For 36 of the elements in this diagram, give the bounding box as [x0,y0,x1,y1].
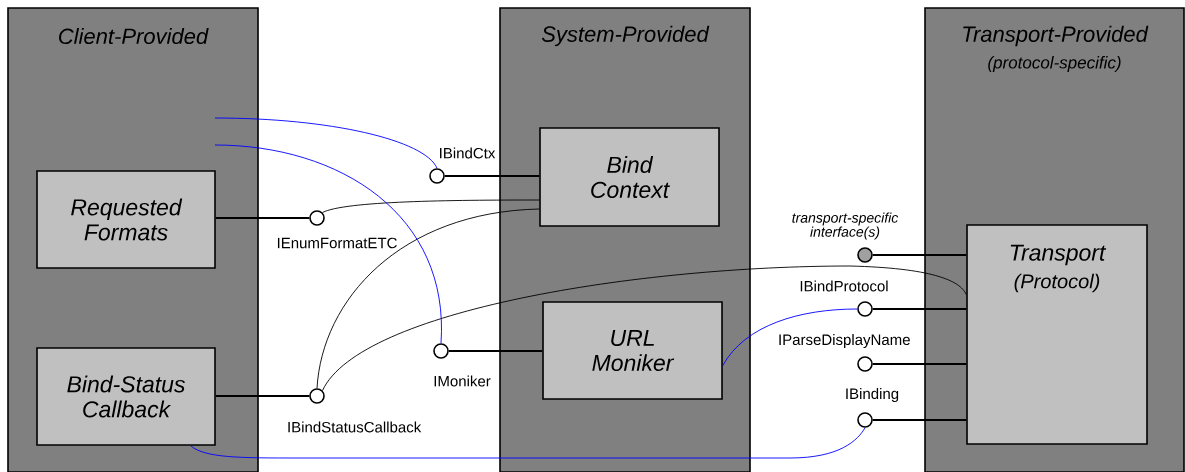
interface-lollipop: transport-specific interface(s) [792,212,899,263]
interface-lollipop: IMoniker [433,343,491,387]
connector-line [443,175,541,177]
interface-lollipop: IBinding [846,388,899,428]
component-box: Requested Formats [36,170,216,269]
connector-line [322,265,967,391]
interface-lollipop: IBindCtx [429,147,496,184]
node-label: IBindCtx [440,147,496,159]
interface-lollipop: IParseDisplayName [779,334,910,372]
node-label: IMoniker [434,375,491,387]
component-box: URL Moniker [542,301,723,400]
connector-line [214,395,311,397]
connector-line [316,208,540,389]
connector-line [871,419,968,421]
connector-line [190,427,866,459]
node-label: IEnumFormatETC [277,237,397,249]
connector-line [214,217,311,219]
node-label: IParseDisplayName [779,334,910,348]
component-box: Transport (Protocol) [966,224,1148,445]
connector-line [447,350,544,352]
connector-line [722,308,858,366]
connector-line [214,144,442,344]
node-label: IBindStatusCallback [288,421,422,433]
node-label: IBindProtocol [800,280,888,292]
interface-lollipop: IBindProtocol [800,280,888,317]
node-label: IBinding [846,388,899,402]
component-box: Bind-Status Callback [36,347,216,446]
node-label: transport-specific interface(s) [792,212,899,240]
connector-line [871,308,968,310]
interface-lollipop: IEnumFormatETC [277,210,397,249]
connector-line [214,117,438,169]
interface-lollipop: IBindStatusCallback [288,388,422,433]
connector-line [871,363,968,365]
connector-line [322,199,540,213]
connector-line [871,254,968,256]
component-box: Bind Context [539,127,720,227]
